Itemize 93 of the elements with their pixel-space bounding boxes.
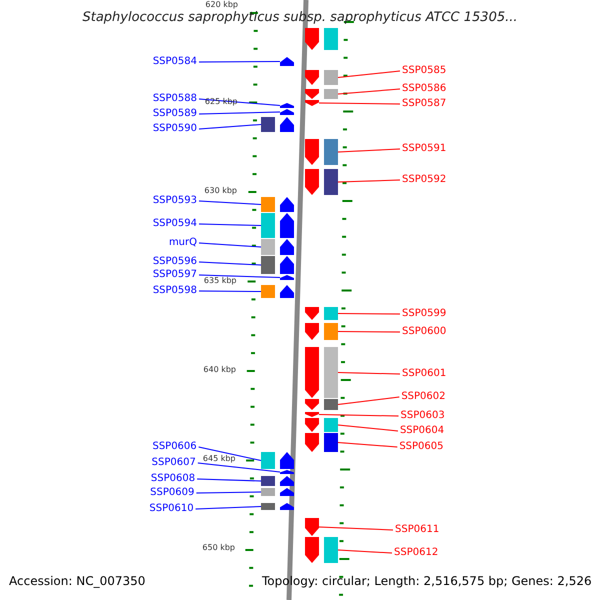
gene-block: [261, 213, 294, 238]
scale-label: 645 kbp: [202, 454, 236, 464]
gene-label: SSP0587: [402, 98, 446, 110]
gene-label: SSP0608: [150, 473, 196, 485]
gene-block: [305, 323, 338, 340]
gene-label: SSP0612: [394, 547, 438, 559]
gene-label: SSP0605: [399, 441, 444, 453]
scale-label: 650 kbp: [202, 543, 235, 553]
scale-label: 620 kbp: [205, 0, 238, 10]
gene-block: [261, 256, 294, 274]
footer-text: Accession: NC_007350: [9, 575, 146, 587]
leader-line: [198, 224, 262, 226]
gene-label: SSP0598: [152, 285, 197, 297]
gene-block: [280, 57, 294, 66]
leader-line: [318, 414, 400, 416]
gene-label: murQ: [168, 237, 197, 249]
gene-block: [305, 433, 338, 452]
leader-line: [338, 331, 400, 332]
leader-line: [198, 112, 280, 114]
leader-line: [338, 424, 398, 432]
gene-label: SSP0585: [402, 65, 446, 77]
gene-label: SSP0594: [152, 218, 197, 230]
gene-label: SSP0599: [402, 308, 446, 320]
scale-label: 630 kbp: [204, 186, 237, 196]
leader-line: [318, 526, 394, 530]
gene-label: SSP0584: [152, 56, 197, 68]
gene-block: [261, 239, 294, 255]
leader-line: [198, 61, 280, 62]
gene-label: SSP0592: [402, 174, 446, 186]
leader-line: [338, 70, 400, 78]
leader-line: [338, 88, 400, 94]
leader-line: [198, 262, 262, 266]
leader-line: [338, 550, 392, 554]
leader-line: [198, 274, 280, 278]
gene-label: SSP0601: [402, 368, 446, 380]
gene-label: SSP0603: [400, 410, 445, 422]
leader-line: [196, 492, 262, 494]
leader-line: [198, 242, 262, 248]
gene-block: [305, 418, 338, 432]
gene-block: [305, 347, 338, 398]
gene-block: [305, 70, 338, 85]
gene-block: [280, 103, 294, 108]
gene-label: SSP0589: [152, 108, 197, 120]
leader-line: [197, 462, 280, 472]
gene-block: [305, 28, 338, 50]
gene-label: SSP0611: [395, 524, 440, 536]
gene-label: SSP0607: [152, 457, 196, 469]
gene-label: SSP0586: [402, 83, 446, 95]
gene-block: [261, 452, 294, 469]
gene-block: [261, 476, 294, 486]
footer-text: Topology: circular; Length: 2,516,575 bp; Genes: 2,526: [262, 575, 592, 587]
gene-block: [305, 169, 338, 195]
gene-block: [261, 117, 294, 132]
gene-block: [261, 285, 294, 298]
gene-label: SSP0593: [152, 195, 197, 207]
leader-line: [198, 446, 262, 461]
gene-label: SSP0591: [402, 143, 446, 155]
gene-block: [305, 307, 338, 320]
gene-block: [261, 488, 294, 496]
gene-label: SSP0596: [152, 256, 197, 268]
gene-block: [261, 503, 294, 510]
gene-label: SSP0606: [152, 441, 197, 453]
gene-block: [261, 197, 294, 212]
leader-line: [198, 124, 262, 130]
leader-line: [338, 180, 400, 182]
leader-line: [338, 396, 400, 405]
leader-line: [338, 442, 398, 448]
gene-block: [305, 100, 319, 106]
gene-label: SSP0609: [150, 487, 194, 499]
gene-label: SSP0610: [149, 503, 194, 515]
gene-block: [305, 139, 338, 165]
leader-line: [338, 148, 400, 152]
gene-label: SSP0590: [152, 123, 197, 135]
gene-block: [280, 109, 294, 115]
scale-label: 635 kbp: [204, 276, 236, 286]
gene-label: SSP0602: [401, 391, 446, 403]
gene-block: [305, 399, 338, 410]
leader-line: [198, 290, 262, 292]
gene-label: SSP0600: [402, 326, 446, 338]
gene-label: SSP0588: [152, 93, 197, 105]
leader-line: [338, 372, 400, 374]
leader-line: [198, 200, 262, 205]
gene-block: [305, 518, 319, 536]
gene-label: SSP0604: [400, 425, 444, 437]
leader-line: [318, 102, 400, 104]
gene-label: SSP0597: [152, 269, 197, 281]
scale-label: 640 kbp: [203, 365, 236, 375]
gene-block: [305, 89, 338, 99]
title: Staphylococcus saprophyticus subsp. saprophyticus ATCC 15305...: [81, 12, 519, 24]
leader-line: [196, 478, 262, 482]
leader-line: [195, 506, 262, 510]
leader-line: [338, 313, 400, 314]
gene-block: [305, 537, 338, 563]
